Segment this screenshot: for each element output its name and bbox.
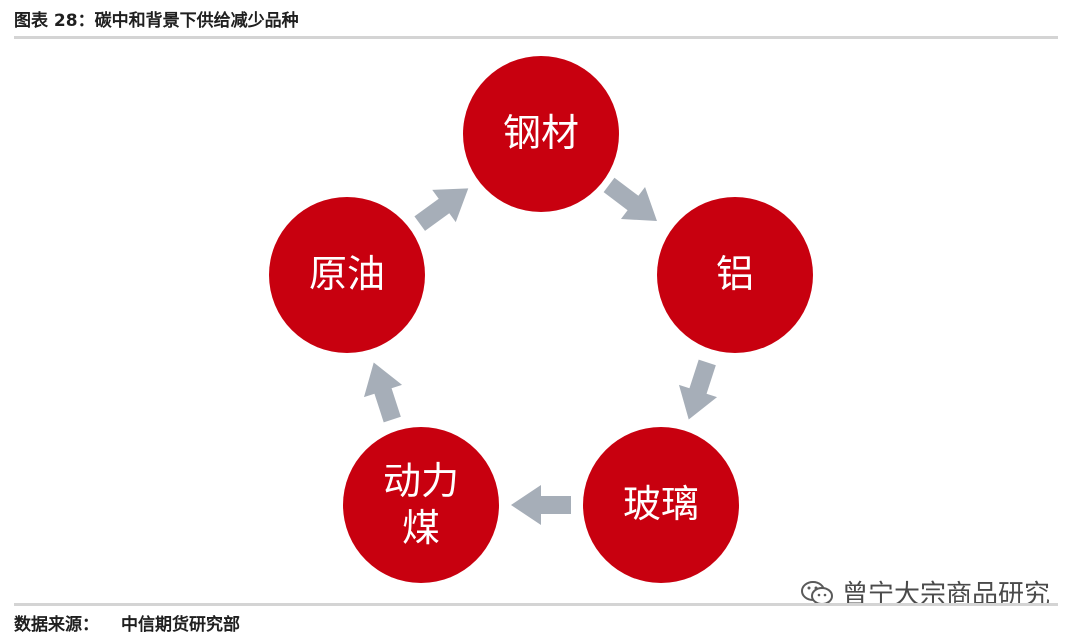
node-steel-label: 钢材 bbox=[502, 111, 579, 156]
arrow-oil-to-steel bbox=[408, 172, 480, 240]
arrow-glass-to-coal bbox=[511, 485, 571, 525]
node-aluminum: 铝 bbox=[657, 197, 813, 353]
node-steel: 钢材 bbox=[463, 56, 619, 212]
source-note: 数据来源： 中信期货研究部 bbox=[14, 610, 240, 635]
arrow-right-icon bbox=[678, 359, 718, 420]
arrow-right-icon bbox=[414, 188, 469, 231]
node-thermal-coal-label: 动力煤 bbox=[382, 458, 459, 551]
bottom-divider bbox=[14, 603, 1058, 606]
arrow-steel-to-aluminum bbox=[597, 169, 669, 237]
top-divider bbox=[14, 36, 1058, 39]
arrow-aluminum-to-glass bbox=[670, 356, 727, 425]
node-thermal-coal: 动力煤 bbox=[343, 427, 499, 583]
arrow-right-icon bbox=[511, 485, 571, 525]
node-crude-oil-label: 原油 bbox=[308, 252, 385, 297]
node-glass: 玻璃 bbox=[583, 427, 739, 583]
node-glass-label: 玻璃 bbox=[622, 482, 699, 527]
source-value: 中信期货研究部 bbox=[121, 615, 240, 635]
source-label: 数据来源： bbox=[14, 615, 99, 635]
arrow-right-icon bbox=[603, 177, 657, 222]
node-crude-oil: 原油 bbox=[269, 197, 425, 353]
figure-title: 图表 28：碳中和背景下供给减少品种 bbox=[14, 11, 299, 31]
node-aluminum-label: 铝 bbox=[715, 252, 754, 297]
arrow-coal-to-oil bbox=[355, 356, 412, 425]
arrow-right-icon bbox=[363, 362, 403, 423]
